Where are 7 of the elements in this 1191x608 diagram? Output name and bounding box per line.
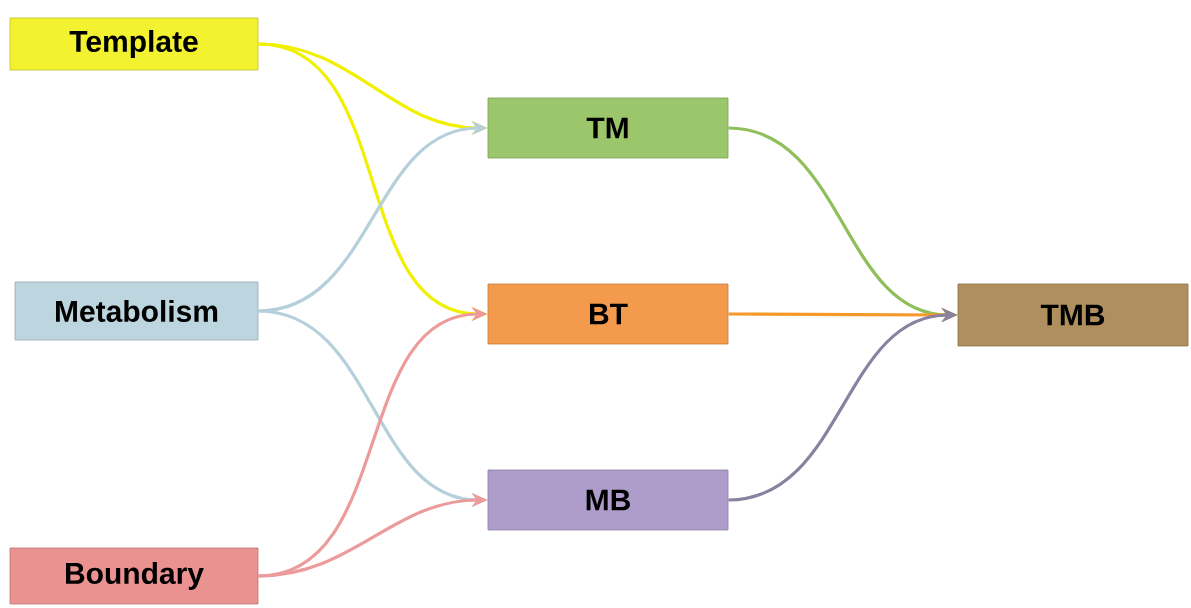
- process-box: MB: [487, 469, 729, 531]
- process-box: Boundary: [9, 547, 259, 605]
- process-box: Metabolism: [14, 281, 259, 341]
- process-box: TM: [487, 97, 729, 159]
- process-box: Template: [9, 17, 259, 71]
- process-box: TMB: [957, 283, 1189, 347]
- process-box: BT: [487, 283, 729, 345]
